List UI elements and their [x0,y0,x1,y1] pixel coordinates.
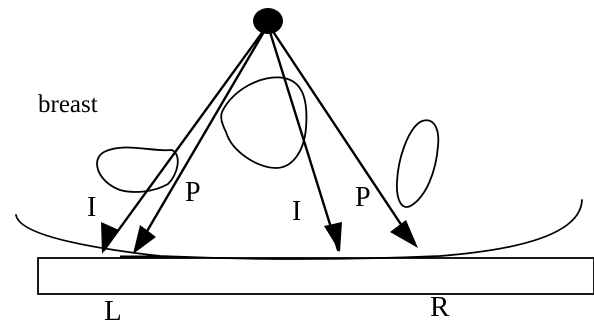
label-breast: breast [38,91,98,118]
label-right-projected: P [355,182,371,213]
label-right-side: R [430,291,450,323]
label-right-incident: I [292,196,301,227]
arrowhead-right-incident [324,222,342,252]
detector-plate [38,258,594,294]
lesion-left-outline [97,147,178,192]
ray-left-projected [136,30,265,250]
arrowhead-left-projected [133,225,156,254]
label-left-projected: P [185,177,201,208]
lesion-right-outline [397,120,438,207]
ray-left-incident [104,30,264,250]
label-left-incident: I [87,192,96,223]
arrowhead-right-projected [390,220,418,248]
ray-right-incident [270,32,338,250]
label-left-side: L [104,295,122,324]
xray-source [253,8,283,34]
lesion-center-outline [221,77,306,168]
